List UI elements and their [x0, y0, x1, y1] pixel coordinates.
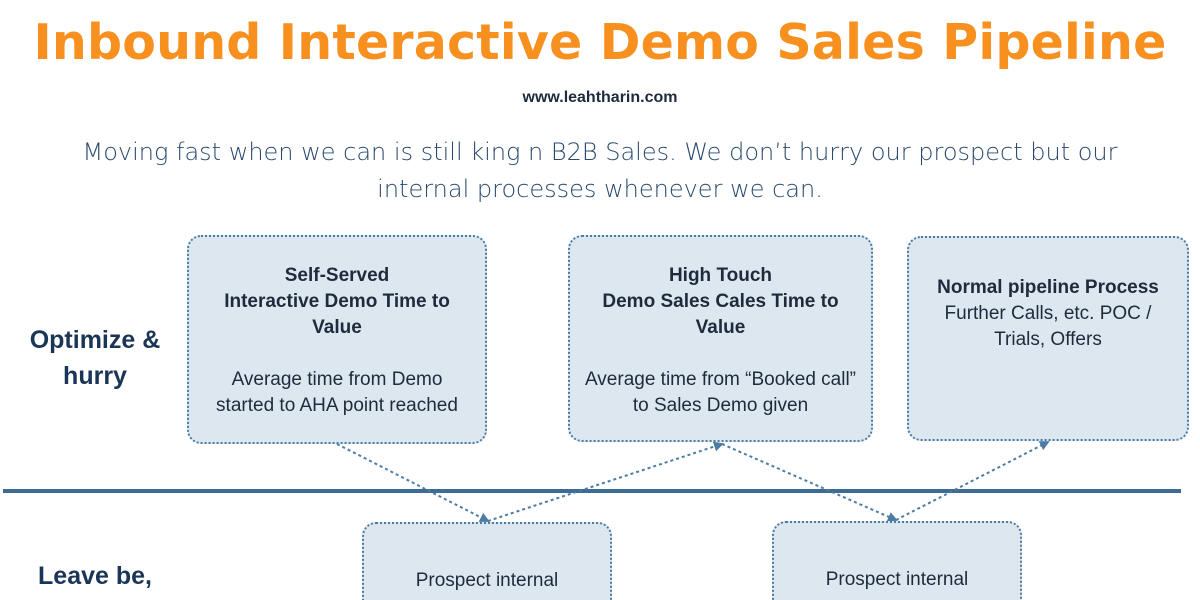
self-served-heading-line-3: Value [312, 317, 362, 338]
row-label-optimize-line-1: Optimize & [29, 326, 161, 354]
high-touch-demo-box: High Touch Demo Sales Cales Time to Valu… [568, 235, 873, 442]
subtitle-line-1: Moving fast when we can is still king n … [82, 138, 1118, 166]
high-touch-heading-line-2: Demo Sales Cales Time to [602, 291, 839, 312]
high-touch-body-line-1: Average time from “Booked call” [584, 369, 857, 390]
arrow-selfserved-to-prospect-a [336, 443, 490, 522]
row-label-optimize: Optimize & hurry [10, 322, 180, 394]
normal-pipeline-heading: Normal pipeline Process [937, 276, 1159, 298]
subtitle-line-2: internal processes whenever we can. [377, 175, 823, 203]
high-touch-heading-line-1: High Touch [668, 265, 773, 286]
high-touch-body-line-2: to Sales Demo given [632, 395, 809, 416]
page-title: Inbound Interactive Demo Sales Pipeline [33, 14, 1167, 71]
normal-pipeline-body-line-2: Trials, Offers [994, 328, 1102, 350]
row-label-optimize-line-2: hurry [63, 362, 127, 390]
prospect-internal-box-2: Prospect internal [772, 521, 1022, 600]
subtitle: Moving fast when we can is still king n … [60, 134, 1140, 208]
self-served-demo-box: Self-Served Interactive Demo Time to Val… [187, 235, 487, 444]
high-touch-demo-heading: High Touch Demo Sales Cales Time to Valu… [602, 263, 838, 341]
arrow-hightouch-to-prospect-b [721, 443, 898, 522]
normal-pipeline-body-line-1: Further Calls, etc. POC / [944, 302, 1152, 324]
self-served-demo-heading: Self-Served Interactive Demo Time to Val… [224, 263, 450, 341]
prospect-internal-label-2: Prospect internal [825, 569, 969, 590]
prospect-internal-label-1: Prospect internal [415, 570, 559, 591]
self-served-body-line-2: started to AHA point reached [216, 395, 458, 416]
normal-pipeline-description: Further Calls, etc. POC / Trials, Offers [945, 301, 1152, 353]
website-url[interactable]: www.leahtharin.com [522, 89, 678, 106]
self-served-body-line-1: Average time from Demo [231, 369, 443, 390]
self-served-heading-line-1: Self-Served [284, 265, 390, 286]
self-served-demo-description: Average time from Demo started to AHA po… [216, 367, 458, 419]
high-touch-heading-line-3: Value [695, 317, 746, 338]
self-served-heading-line-2: Interactive Demo Time to [224, 291, 450, 312]
row-label-leave-be-line-1: Leave be, [38, 562, 152, 590]
high-touch-demo-description: Average time from “Booked call” to Sales… [585, 367, 856, 419]
normal-pipeline-box: Normal pipeline Process Further Calls, e… [907, 236, 1189, 441]
arrow-prospect-a-to-hightouch [487, 441, 724, 522]
row-label-leave-be: Leave be, [10, 558, 180, 594]
arrow-prospect-b-to-normal [895, 441, 1050, 521]
prospect-internal-box-1: Prospect internal [362, 522, 612, 600]
